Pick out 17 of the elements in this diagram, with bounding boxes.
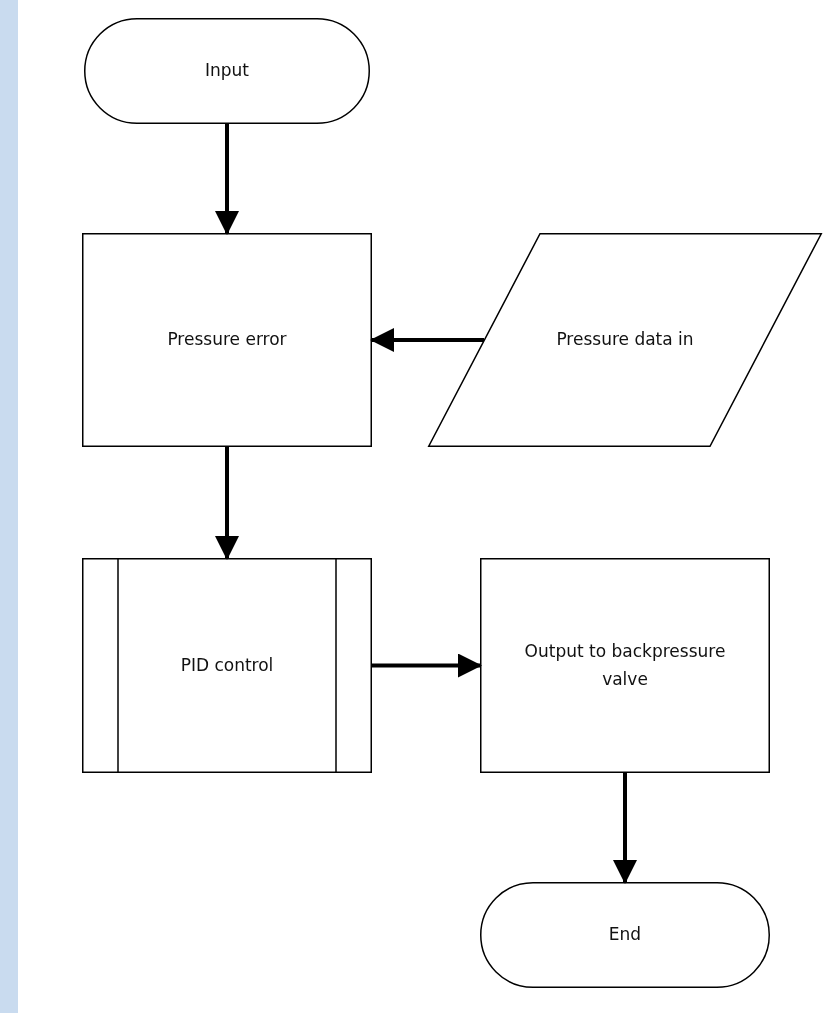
arrow — [215, 124, 239, 235]
arrow — [372, 653, 482, 678]
end-terminator — [480, 882, 770, 988]
node-label: Input — [205, 59, 249, 83]
arrow — [613, 773, 637, 884]
node-label: End — [608, 923, 642, 947]
node-label: Pressure data in — [556, 328, 694, 352]
process-box — [82, 233, 372, 447]
node-label: PID control — [180, 653, 274, 677]
predefined-process-box — [82, 558, 372, 773]
process-box — [480, 558, 770, 773]
node-label: Pressure error — [167, 328, 287, 352]
node-label: Output to backpressure valve — [523, 640, 727, 691]
data-parallelogram — [428, 233, 822, 447]
arrow — [215, 447, 239, 560]
start-terminator — [84, 18, 370, 124]
arrow — [370, 328, 484, 352]
